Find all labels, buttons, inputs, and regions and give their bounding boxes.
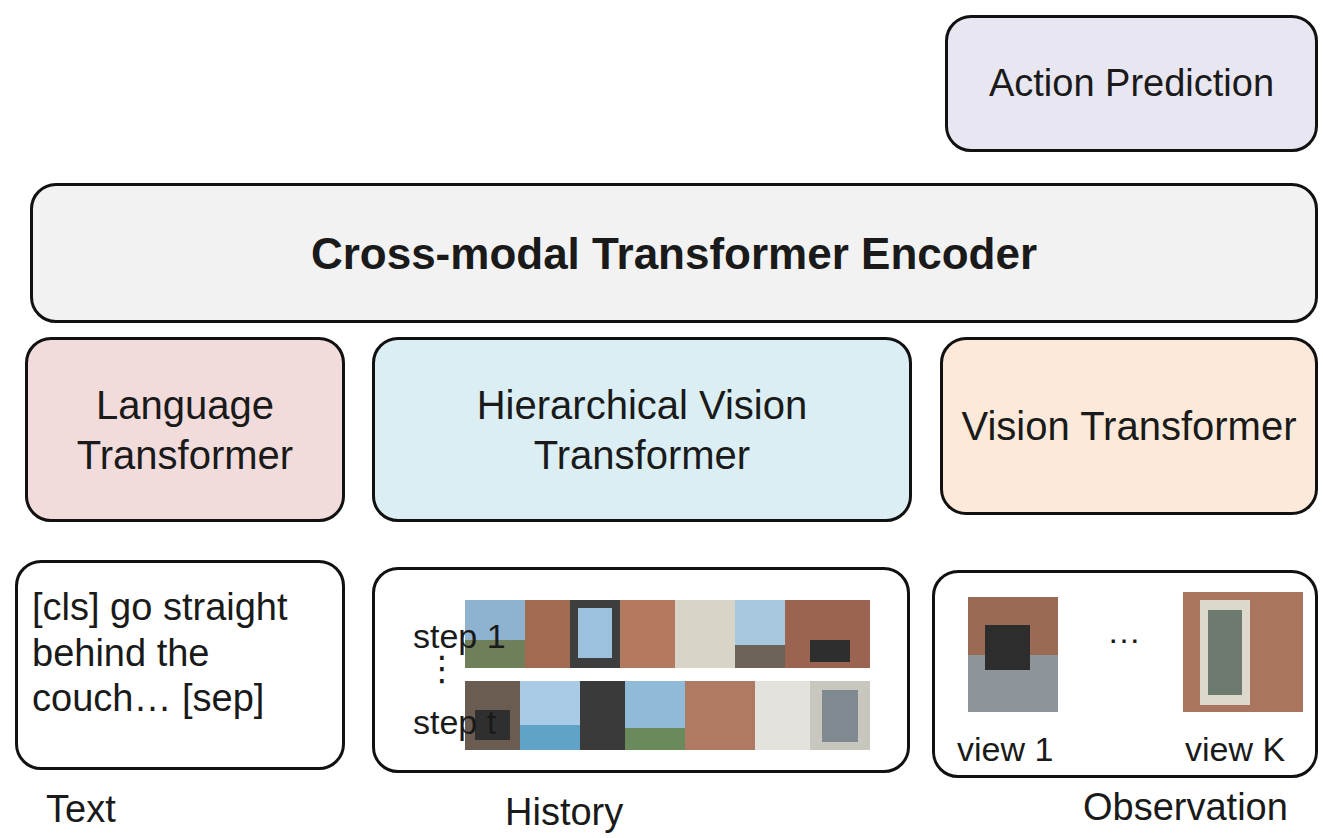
node-label: [cls] go straight behind the couch… [sep… (32, 585, 332, 722)
observation-view-k (1183, 592, 1303, 712)
input-box: …view 1view KObservation (932, 570, 1318, 778)
node-label: Hierarchical Vision Transformer (389, 380, 895, 480)
node-label: Action Prediction (989, 60, 1274, 108)
node-label: view K (1185, 731, 1285, 768)
node-label: Vision Transformer (962, 401, 1297, 451)
node-label: Text (46, 789, 116, 831)
output-box: Action Prediction (945, 15, 1318, 152)
node-label: step t (413, 704, 496, 741)
observation-view-1 (968, 597, 1058, 712)
node-label: ⋮ (425, 650, 459, 687)
panorama-step-1 (465, 600, 870, 668)
node-label: view 1 (957, 731, 1053, 768)
panorama-step-t (465, 681, 870, 750)
node-label: … (1107, 613, 1141, 650)
node-label: History (505, 792, 623, 834)
node-label: Language Transformer (42, 380, 328, 480)
input-box: step 1⋮step tHistory (372, 567, 910, 773)
node-label: Cross-modal Transformer Encoder (311, 226, 1037, 281)
encoder-box: Language Transformer (25, 337, 345, 522)
encoder-band: Cross-modal Transformer Encoder (30, 183, 1318, 323)
node-label: Observation (1083, 787, 1288, 829)
encoder-box: Vision Transformer (940, 337, 1318, 515)
encoder-box: Hierarchical Vision Transformer (372, 337, 912, 522)
input-box: [cls] go straight behind the couch… [sep… (15, 560, 345, 770)
